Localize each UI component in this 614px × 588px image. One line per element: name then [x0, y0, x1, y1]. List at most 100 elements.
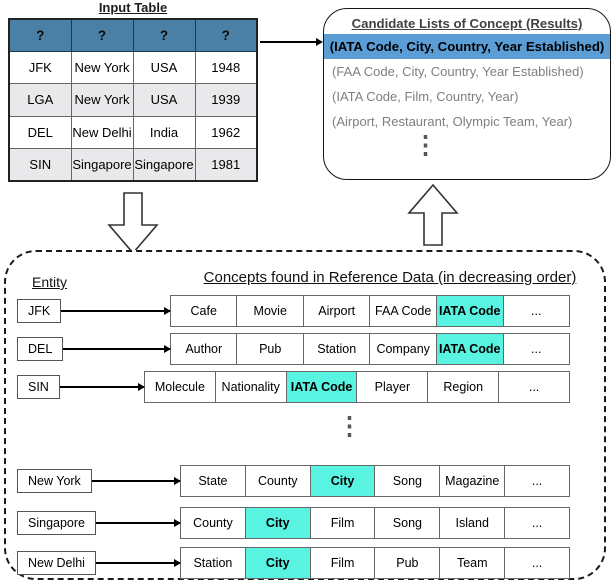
concept-cell-highlighted: IATA Code	[435, 334, 503, 364]
entity-concept-row: JFK Cafe Movie Airport FAA Code IATA Cod…	[17, 295, 570, 327]
concept-cell: Company	[369, 334, 435, 364]
entity-concept-row: New Delhi Station City Film Pub Team ...	[17, 547, 570, 579]
vertical-ellipsis-icon: ⋮	[413, 131, 438, 159]
concept-cell-highlighted: IATA Code	[285, 372, 357, 402]
concept-cell: Region	[427, 372, 498, 402]
concept-cell: County	[193, 516, 233, 530]
right-arrow-icon	[59, 386, 144, 388]
down-arrow-icon	[107, 192, 159, 254]
concept-cell: ...	[504, 548, 569, 578]
table-cell: USA	[132, 50, 196, 84]
entity-box: JFK	[17, 299, 62, 323]
concept-strip: Molecule Nationality IATA Code Player Re…	[144, 371, 570, 403]
concept-cell: Molecule	[154, 380, 205, 394]
concept-cell: ...	[498, 372, 569, 402]
table-cell: LGA	[8, 83, 72, 117]
entity-concept-row: Singapore County City Film Song Island .…	[17, 507, 570, 539]
header-cell: ?	[8, 18, 72, 52]
concept-cell-highlighted: City	[244, 508, 310, 538]
input-table-title: Input Table	[98, 0, 168, 15]
entity-concept-row: DEL Author Pub Station Company IATA Code…	[17, 333, 570, 365]
table-cell: New York	[70, 50, 134, 84]
candidate-item: (IATA Code, Film, Country, Year)	[332, 89, 519, 104]
table-cell: Singapore	[70, 148, 134, 182]
candidate-results-panel: Candidate Lists of Concept (Results) (IA…	[323, 8, 611, 180]
header-cell: ?	[70, 18, 134, 52]
right-arrow-icon	[91, 480, 180, 482]
table-row: SIN Singapore Singapore 1981	[8, 148, 258, 182]
table-cell: SIN	[8, 148, 72, 182]
concept-cell: Magazine	[439, 466, 504, 496]
right-arrow-icon	[95, 562, 180, 564]
concept-cell: State	[198, 474, 228, 488]
candidate-item: (FAA Code, City, Country, Year Establish…	[332, 64, 584, 79]
entity-column-label: Entity	[32, 274, 68, 290]
concept-cell: Station	[302, 334, 369, 364]
candidate-item: (Airport, Restaurant, Olympic Team, Year…	[332, 114, 573, 129]
concept-cell: Author	[185, 342, 223, 356]
table-cell: JFK	[8, 50, 72, 84]
table-cell: New Delhi	[70, 115, 134, 149]
entity-box: SIN	[17, 375, 60, 399]
header-cell: ?	[132, 18, 196, 52]
right-arrow-icon	[63, 348, 170, 350]
table-cell: 1962	[194, 115, 258, 149]
concept-cell-highlighted: City	[244, 548, 310, 578]
concept-strip: County City Film Song Island ...	[180, 507, 570, 539]
concept-cell: Nationality	[214, 372, 286, 402]
table-cell: 1939	[194, 83, 258, 117]
table-row: JFK New York USA 1948	[8, 50, 258, 84]
concept-cell: Player	[356, 372, 427, 402]
concept-cell: ...	[504, 466, 569, 496]
concept-cell: County	[244, 466, 310, 496]
table-cell: Singapore	[132, 148, 196, 182]
concept-cell: Pub	[236, 334, 302, 364]
header-cell: ?	[194, 18, 258, 52]
concept-cell: Team	[439, 548, 504, 578]
concept-cell: Film	[309, 548, 375, 578]
concept-cell-highlighted: City	[309, 466, 375, 496]
concept-cell: Movie	[236, 296, 302, 326]
right-arrow-icon	[96, 522, 180, 524]
candidate-item-selected: (IATA Code, City, Country, Year Establis…	[324, 34, 610, 59]
table-cell: USA	[132, 83, 196, 117]
concept-cell: Airport	[302, 296, 369, 326]
table-cell: New York	[70, 83, 134, 117]
concept-cell: Cafe	[190, 304, 217, 318]
right-arrow-icon	[61, 310, 170, 312]
concept-strip: State County City Song Magazine ...	[180, 465, 570, 497]
table-cell: India	[132, 115, 196, 149]
concept-cell: Song	[374, 508, 439, 538]
input-table: ? ? ? ? JFK New York USA 1948 LGA New Yo…	[8, 18, 258, 182]
concept-strip: Station City Film Pub Team ...	[180, 547, 570, 579]
entity-concept-row: New York State County City Song Magazine…	[17, 465, 570, 497]
table-cell: 1981	[194, 148, 258, 182]
concept-cell: Station	[193, 556, 233, 570]
table-row: LGA New York USA 1939	[8, 83, 258, 117]
concept-cell: ...	[504, 508, 569, 538]
input-table-header-row: ? ? ? ?	[8, 18, 258, 52]
concept-cell: Film	[309, 508, 375, 538]
concept-strip: Cafe Movie Airport FAA Code IATA Code ..…	[170, 295, 570, 327]
concept-strip: Author Pub Station Company IATA Code ...	[170, 333, 570, 365]
concept-cell: ...	[502, 334, 569, 364]
concept-cell: Island	[439, 508, 504, 538]
vertical-ellipsis-icon: ⋮	[337, 412, 362, 440]
table-cell: DEL	[8, 115, 72, 149]
entity-box: New York	[17, 469, 92, 493]
entity-box: New Delhi	[17, 551, 96, 575]
candidate-panel-title: Candidate Lists of Concept (Results)	[351, 16, 583, 31]
entity-box: Singapore	[17, 511, 96, 535]
concept-cell: ...	[502, 296, 569, 326]
entity-concept-row: SIN Molecule Nationality IATA Code Playe…	[17, 371, 570, 403]
reference-data-panel: Entity Concepts found in Reference Data …	[4, 250, 606, 580]
up-arrow-icon	[407, 184, 459, 246]
concept-cell: FAA Code	[369, 296, 435, 326]
table-cell: 1948	[194, 50, 258, 84]
table-to-results-arrow-icon	[260, 41, 316, 43]
table-row: DEL New Delhi India 1962	[8, 115, 258, 149]
concept-cell: Song	[374, 466, 439, 496]
reference-panel-title: Concepts found in Reference Data (in dec…	[203, 269, 577, 286]
concept-cell-highlighted: IATA Code	[435, 296, 503, 326]
